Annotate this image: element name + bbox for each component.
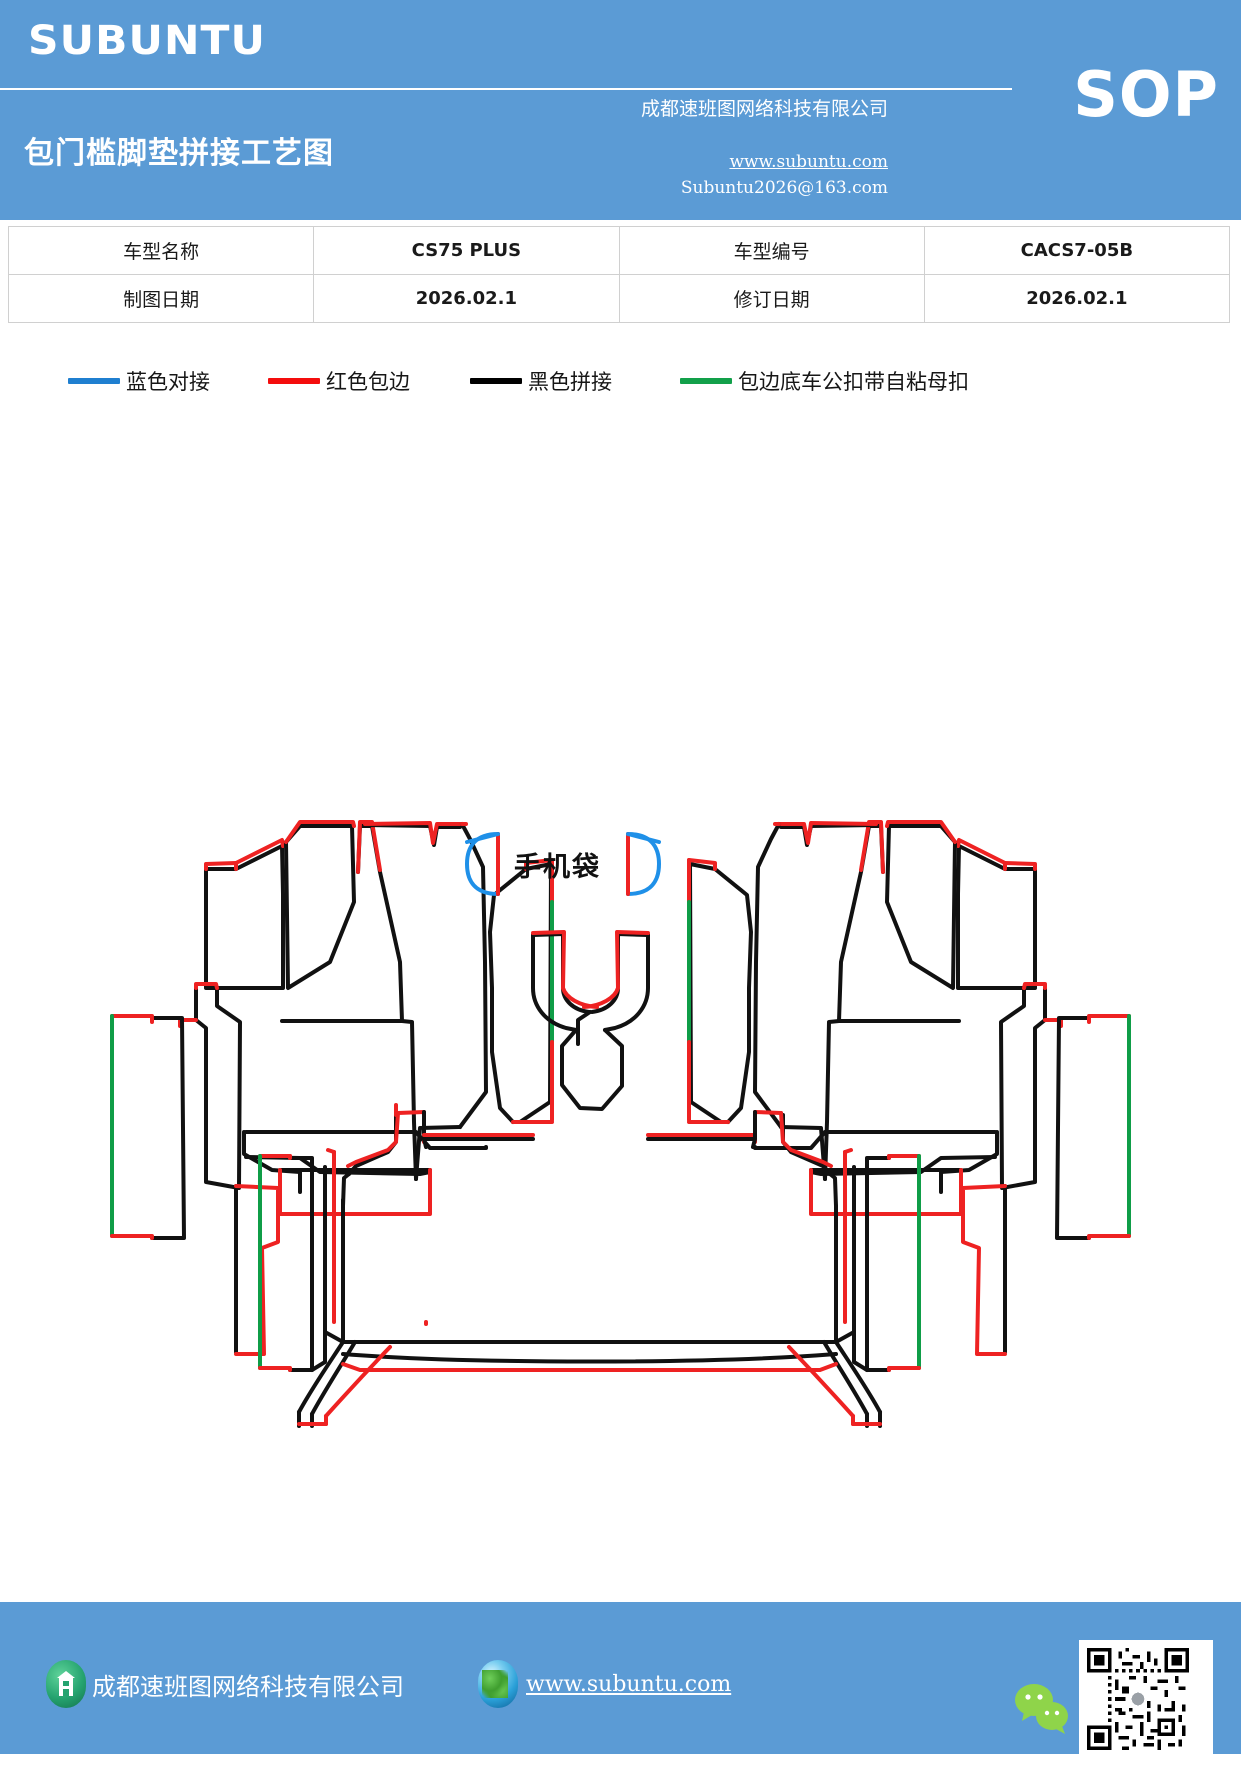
wechat-icon-glyph bbox=[1015, 1684, 1068, 1734]
legend-swatch-red-icon bbox=[268, 378, 320, 384]
piece-right-main-mat bbox=[753, 820, 961, 1181]
piece-right-toe-panel bbox=[956, 838, 1037, 990]
building-icon bbox=[46, 1660, 86, 1708]
legend-item-blue: 蓝色对接 bbox=[68, 360, 210, 402]
legend-swatch-blue-icon bbox=[68, 378, 120, 384]
legend-item-green: 包边底车公扣带自粘母扣 bbox=[680, 360, 969, 402]
piece-rear-right-sill bbox=[865, 1154, 921, 1372]
header-company-name: 成都速班图网络科技有限公司 bbox=[640, 98, 888, 120]
piece-left-outer-leg bbox=[234, 1184, 280, 1356]
cell-revise-date-value: 2026.02.1 bbox=[923, 274, 1231, 323]
footer-company-name: 成都速班图网络科技有限公司 bbox=[92, 1672, 404, 1701]
wechat-icon bbox=[1012, 1680, 1074, 1741]
footer-website[interactable]: www.subuntu.com bbox=[478, 1660, 731, 1708]
legend-label-red: 红色包边 bbox=[326, 370, 410, 394]
piece-right-heel-strip bbox=[999, 982, 1063, 1190]
cell-model-code-label: 车型编号 bbox=[618, 226, 925, 275]
piece-rear-right-leg bbox=[787, 1340, 882, 1428]
cell-revise-date-label: 修订日期 bbox=[618, 274, 925, 323]
legend: 蓝色对接 红色包边 黑色拼接 包边底车公扣带自粘母扣 bbox=[0, 360, 1241, 402]
piece-rear-left-leg bbox=[297, 1340, 392, 1428]
building-icon-glyph bbox=[57, 1671, 75, 1696]
page-footer: 成都速班图网络科技有限公司 www.subuntu.com bbox=[0, 1602, 1241, 1774]
piece-left-main-mat bbox=[280, 820, 488, 1181]
header-email: Subuntu2026@163.com bbox=[680, 178, 888, 198]
piece-left-toe-panel bbox=[204, 838, 285, 990]
footer-company: 成都速班图网络科技有限公司 bbox=[46, 1660, 404, 1708]
table-row: 制图日期 2026.02.1 修订日期 2026.02.1 bbox=[7, 274, 1231, 323]
piece-left-step-panel bbox=[488, 858, 554, 1124]
piece-left-mid-strip bbox=[284, 820, 356, 990]
piece-phone-pocket-right bbox=[626, 832, 661, 896]
cell-draw-date-label: 制图日期 bbox=[7, 274, 315, 323]
brand-logo: SUBUNTU bbox=[28, 18, 266, 64]
piece-rear-inner-border bbox=[341, 1320, 838, 1372]
legend-item-red: 红色包边 bbox=[268, 360, 410, 402]
piece-rear-main-mat bbox=[310, 1110, 869, 1372]
pattern-svg bbox=[110, 820, 1131, 1428]
piece-right-outer-leg bbox=[961, 1184, 1007, 1356]
footer-website-link[interactable]: www.subuntu.com bbox=[526, 1671, 732, 1697]
qr-code-glyph bbox=[1087, 1648, 1189, 1750]
legend-label-green: 包边底车公扣带自粘母扣 bbox=[738, 370, 969, 394]
sop-badge: SOP bbox=[1073, 58, 1219, 131]
mat-pattern-drawing: 手机袋 bbox=[0, 402, 1241, 1432]
page-title: 包门槛脚垫拼接工艺图 bbox=[24, 136, 334, 171]
table-row: 车型名称 CS75 PLUS 车型编号 CACS7-05B bbox=[7, 226, 1231, 275]
cell-model-name-label: 车型名称 bbox=[7, 226, 315, 275]
piece-right-step-panel bbox=[687, 858, 753, 1124]
legend-swatch-green-icon bbox=[680, 378, 732, 384]
piece-left-sill-board bbox=[110, 1014, 186, 1240]
piece-phone-pocket-left bbox=[465, 832, 500, 896]
legend-label-blue: 蓝色对接 bbox=[126, 370, 210, 394]
piece-right-sill-board bbox=[1055, 1014, 1131, 1240]
legend-label-black: 黑色拼接 bbox=[528, 370, 612, 394]
cell-draw-date-value: 2026.02.1 bbox=[313, 274, 620, 323]
vehicle-info-table: 车型名称 CS75 PLUS 车型编号 CACS7-05B 制图日期 2026.… bbox=[7, 226, 1231, 323]
piece-left-heel-strip bbox=[178, 982, 242, 1190]
header-website-link[interactable]: www.subuntu.com bbox=[729, 152, 888, 172]
globe-icon bbox=[478, 1660, 518, 1708]
piece-rear-left-sill bbox=[258, 1154, 314, 1372]
piece-left-lower-box bbox=[278, 1168, 432, 1216]
cell-model-code-value: CACS7-05B bbox=[923, 226, 1231, 275]
piece-rear-tunnel-hump bbox=[531, 930, 650, 1111]
legend-swatch-black-icon bbox=[470, 378, 522, 384]
cell-model-name-value: CS75 PLUS bbox=[313, 226, 620, 275]
phone-pocket-label: 手机袋 bbox=[514, 852, 601, 883]
piece-rear-upper-left-tab bbox=[341, 1103, 398, 1208]
legend-item-black: 黑色拼接 bbox=[470, 360, 612, 402]
header-divider bbox=[0, 88, 1012, 90]
qr-code bbox=[1079, 1640, 1213, 1774]
page-header: SUBUNTU 成都速班图网络科技有限公司 www.subuntu.com Su… bbox=[0, 0, 1241, 220]
piece-right-mid-strip bbox=[885, 820, 957, 990]
